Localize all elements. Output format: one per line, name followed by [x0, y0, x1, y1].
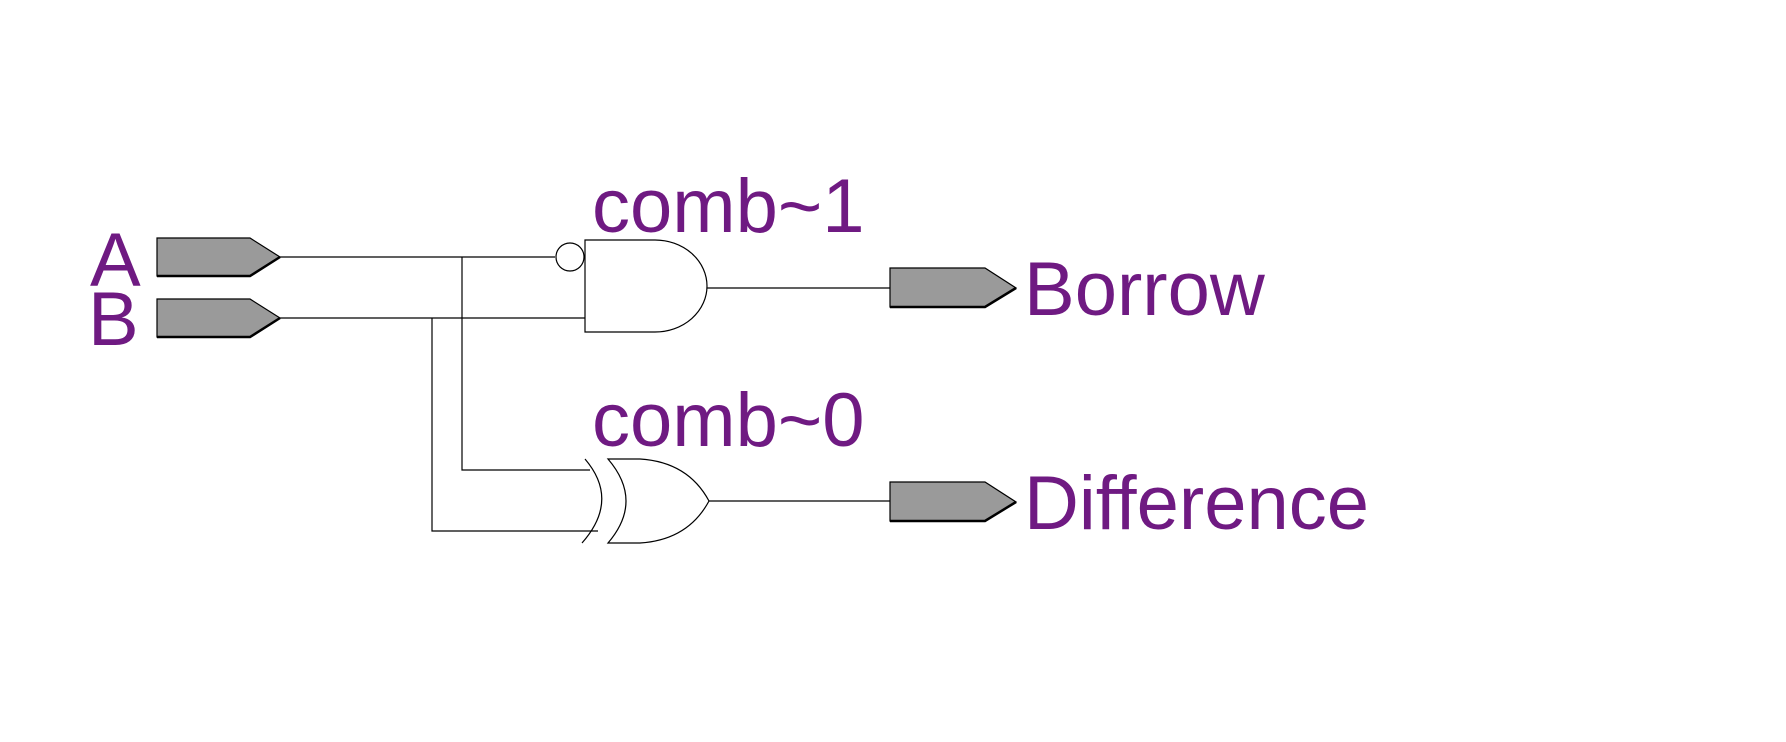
input-label-b: B — [88, 277, 139, 362]
wire-a — [280, 256, 590, 471]
output-label-difference: Difference — [1024, 461, 1369, 546]
inversion-bubble — [555, 242, 585, 272]
input-pin-b[interactable] — [156, 298, 282, 339]
output-pin-difference[interactable] — [889, 481, 1018, 523]
input-pin-a[interactable] — [156, 237, 282, 278]
wire-b — [280, 317, 598, 532]
output-pin-borrow[interactable] — [889, 267, 1018, 309]
input-label-a: A — [90, 218, 141, 303]
xor-gate-label: comb~0 — [592, 378, 865, 463]
and-gate-label: comb~1 — [592, 164, 865, 249]
output-label-borrow: Borrow — [1024, 247, 1266, 332]
and-gate[interactable] — [555, 239, 708, 333]
xor-gate[interactable] — [581, 458, 710, 544]
